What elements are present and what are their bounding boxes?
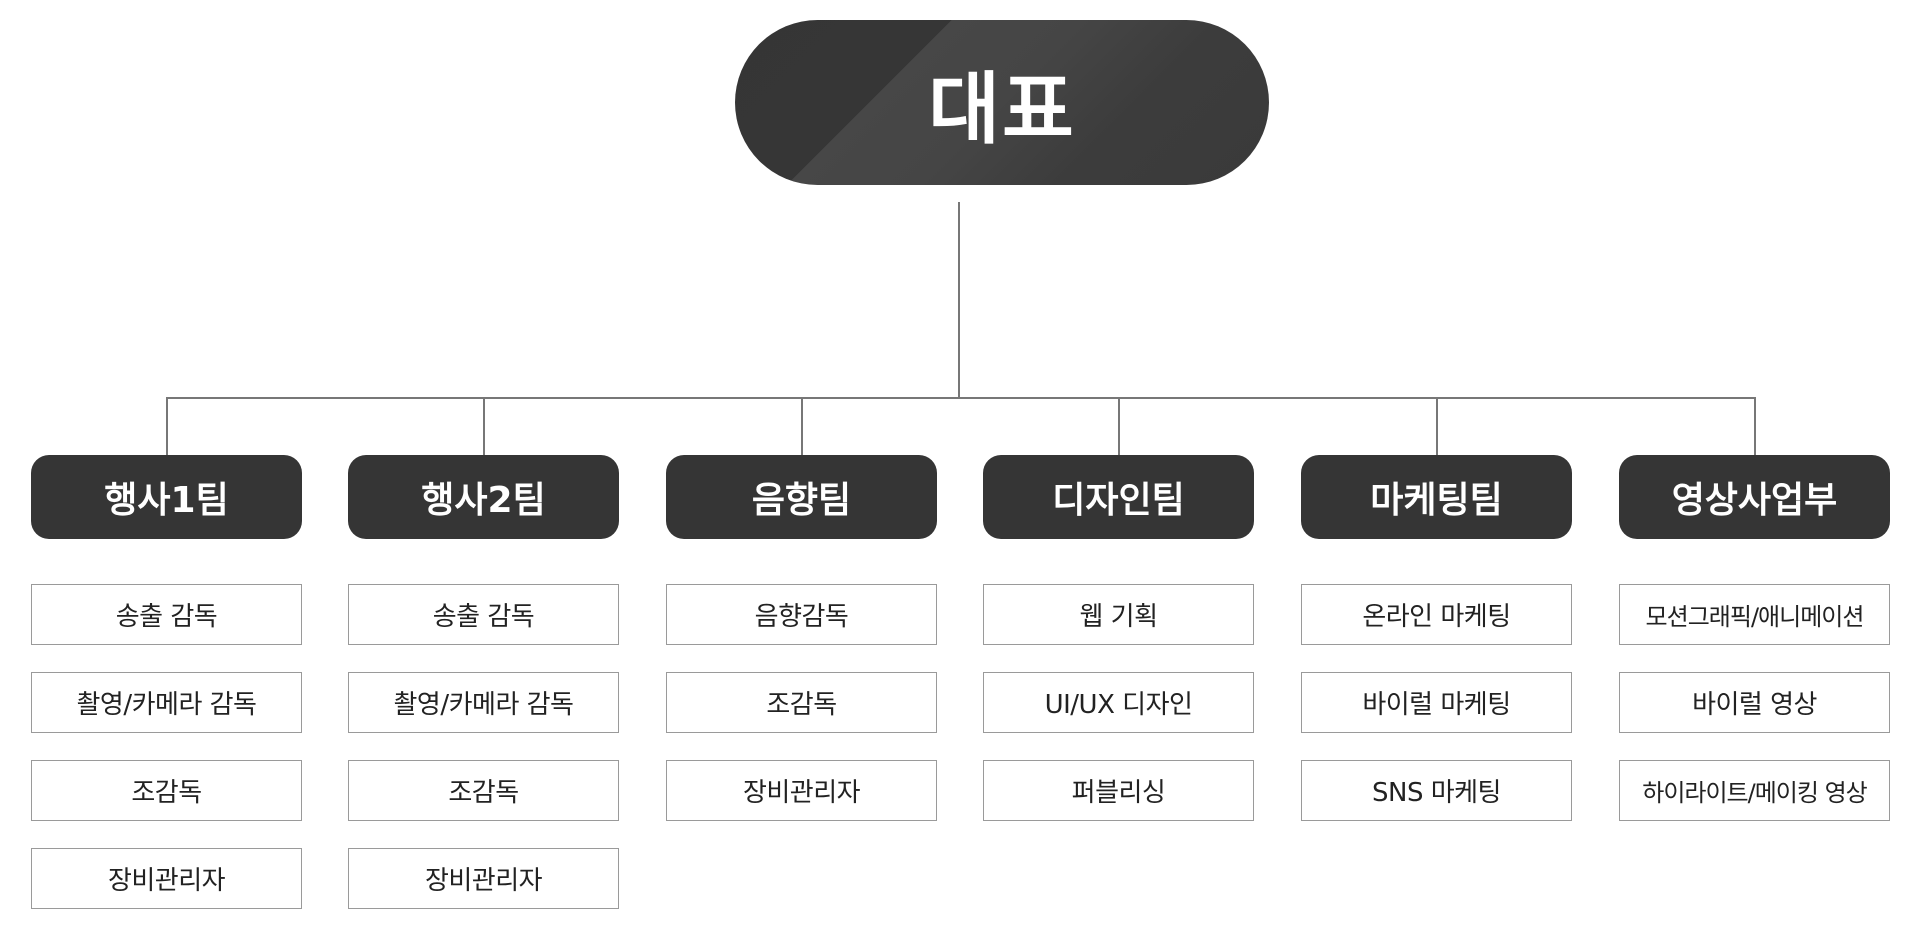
team-column-event-1: 행사1팀 송출 감독 촬영/카메라 감독 조감독 장비관리자 [31, 455, 302, 936]
role-label: 웹 기획 [1079, 602, 1158, 632]
role-label: 조감독 [448, 778, 519, 808]
team-header: 행사2팀 [348, 455, 619, 539]
role-list: 온라인 마케팅 바이럴 마케팅 SNS 마케팅 [1301, 584, 1572, 821]
team-name: 행사1팀 [104, 480, 229, 521]
role-label: 조감독 [766, 690, 837, 720]
role-label: 촬영/카메라 감독 [76, 690, 257, 720]
team-name: 마케팅팀 [1370, 480, 1503, 521]
role-box: 촬영/카메라 감독 [348, 672, 619, 733]
role-label: 하이라이트/메이킹 영상 [1642, 779, 1868, 807]
team-column-marketing: 마케팅팀 온라인 마케팅 바이럴 마케팅 SNS 마케팅 [1301, 455, 1572, 848]
role-label: 장비관리자 [107, 866, 226, 896]
team-2-connector [483, 397, 485, 455]
role-box: 바이럴 영상 [1619, 672, 1890, 733]
role-box: 조감독 [666, 672, 937, 733]
role-label: 바이럴 영상 [1692, 690, 1817, 720]
team-column-event-2: 행사2팀 송출 감독 촬영/카메라 감독 조감독 장비관리자 [348, 455, 619, 936]
role-box: 송출 감독 [348, 584, 619, 645]
role-list: 웹 기획 UI/UX 디자인 퍼블리싱 [983, 584, 1254, 821]
role-label: 바이럴 마케팅 [1362, 690, 1511, 720]
role-label: 송출 감독 [432, 602, 535, 632]
role-label: 조감독 [131, 778, 202, 808]
team-name: 디자인팀 [1052, 480, 1185, 521]
role-label: 촬영/카메라 감독 [393, 690, 574, 720]
role-box: SNS 마케팅 [1301, 760, 1572, 821]
role-label: 온라인 마케팅 [1362, 602, 1511, 632]
role-box: 장비관리자 [348, 848, 619, 909]
role-label: UI/UX 디자인 [1044, 690, 1193, 720]
team-name: 영상사업부 [1671, 480, 1838, 521]
horizontal-connector [166, 397, 1755, 399]
team-column-sound: 음향팀 음향감독 조감독 장비관리자 [666, 455, 937, 848]
role-label: 모션그래픽/애니메이션 [1645, 603, 1865, 631]
team-6-connector [1754, 397, 1756, 455]
role-box: 음향감독 [666, 584, 937, 645]
team-name: 음향팀 [751, 480, 852, 521]
role-list: 송출 감독 촬영/카메라 감독 조감독 장비관리자 [348, 584, 619, 909]
team-header: 영상사업부 [1619, 455, 1890, 539]
role-label: 장비관리자 [424, 866, 543, 896]
role-list: 송출 감독 촬영/카메라 감독 조감독 장비관리자 [31, 584, 302, 909]
role-box: 모션그래픽/애니메이션 [1619, 584, 1890, 645]
role-box: 온라인 마케팅 [1301, 584, 1572, 645]
role-label: 퍼블리싱 [1071, 778, 1166, 808]
role-box: 장비관리자 [31, 848, 302, 909]
role-box: 촬영/카메라 감독 [31, 672, 302, 733]
role-box: 조감독 [31, 760, 302, 821]
team-4-connector [1118, 397, 1120, 455]
ceo-stem-connector [958, 202, 960, 398]
team-name: 행사2팀 [421, 480, 546, 521]
team-column-design: 디자인팀 웹 기획 UI/UX 디자인 퍼블리싱 [983, 455, 1254, 848]
role-box: 퍼블리싱 [983, 760, 1254, 821]
role-box: 조감독 [348, 760, 619, 821]
role-box: 바이럴 마케팅 [1301, 672, 1572, 733]
team-header: 마케팅팀 [1301, 455, 1572, 539]
role-list: 모션그래픽/애니메이션 바이럴 영상 하이라이트/메이킹 영상 [1619, 584, 1890, 821]
ceo-label: 대표 [928, 64, 1076, 155]
team-5-connector [1436, 397, 1438, 455]
role-box: UI/UX 디자인 [983, 672, 1254, 733]
team-3-connector [801, 397, 803, 455]
ceo-node: 대표 [735, 20, 1269, 185]
role-label: 장비관리자 [742, 778, 861, 808]
role-box: 장비관리자 [666, 760, 937, 821]
role-label: 음향감독 [754, 602, 849, 632]
role-box: 하이라이트/메이킹 영상 [1619, 760, 1890, 821]
role-list: 음향감독 조감독 장비관리자 [666, 584, 937, 821]
role-label: 송출 감독 [115, 602, 218, 632]
role-box: 웹 기획 [983, 584, 1254, 645]
team-header: 음향팀 [666, 455, 937, 539]
team-header: 행사1팀 [31, 455, 302, 539]
team-1-connector [166, 397, 168, 455]
role-label: SNS 마케팅 [1372, 778, 1501, 808]
role-box: 송출 감독 [31, 584, 302, 645]
team-column-video: 영상사업부 모션그래픽/애니메이션 바이럴 영상 하이라이트/메이킹 영상 [1619, 455, 1890, 848]
team-header: 디자인팀 [983, 455, 1254, 539]
